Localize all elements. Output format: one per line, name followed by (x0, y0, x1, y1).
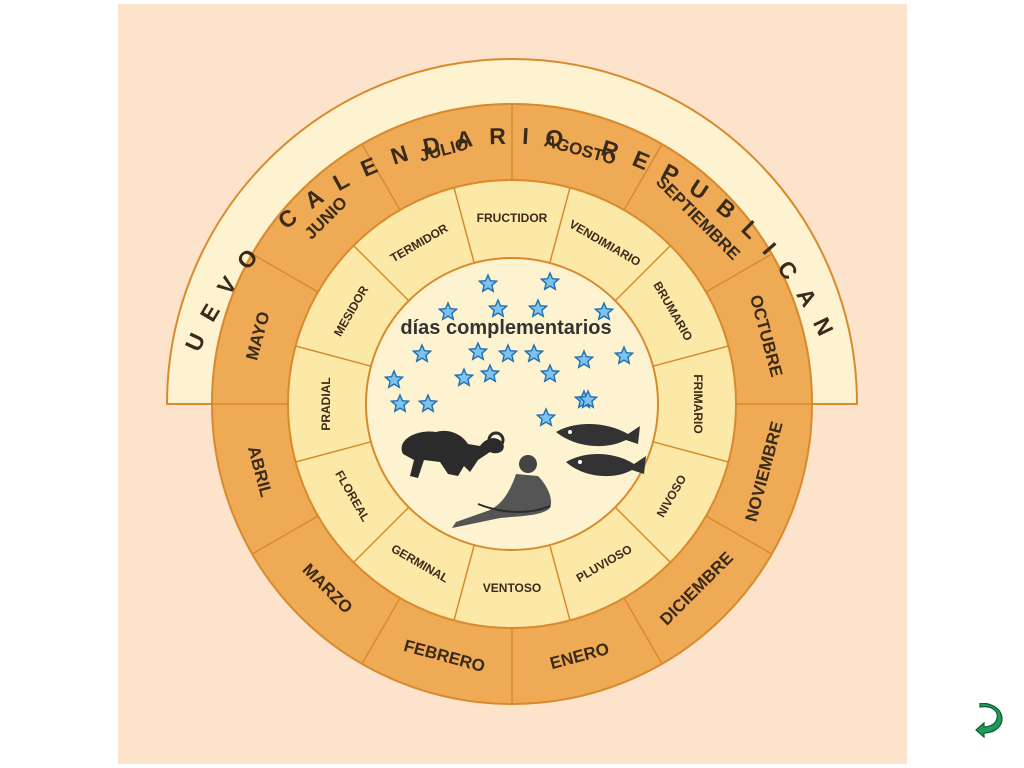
star-icon (539, 363, 561, 383)
stars-group (383, 271, 635, 427)
inner-divider (652, 345, 729, 367)
outer-divider (623, 143, 663, 211)
star-icon (467, 341, 489, 361)
star-icon (477, 273, 499, 293)
star-icon (613, 345, 635, 365)
star-icon (389, 393, 411, 413)
star-icon (523, 343, 545, 363)
inner-divider (353, 506, 410, 563)
inner-divider (549, 544, 571, 621)
star-icon (487, 298, 509, 318)
aquarius-figure (452, 455, 552, 528)
outer-divider (705, 515, 773, 555)
republican-month-label: VENTOSO (483, 581, 541, 595)
center-label: días complementarios (400, 317, 611, 339)
outer-divider (251, 515, 319, 555)
inner-divider (652, 441, 729, 463)
outer-divider (705, 253, 773, 293)
calendar-panel: NUEVO CALENDARIO REPUBLICANO AGOSTOSEPTI… (118, 4, 907, 764)
star-icon (479, 363, 501, 383)
inner-divider (614, 245, 671, 302)
star-icon (411, 343, 433, 363)
inner-divider (549, 187, 571, 264)
star-icon (535, 407, 557, 427)
star-icon (497, 343, 519, 363)
star-icon (593, 301, 615, 321)
outer-divider (251, 253, 319, 293)
star-icon (453, 367, 475, 387)
star-icon (527, 298, 549, 318)
republican-month-label: PRADIAL (319, 377, 333, 430)
return-arrow-icon[interactable] (974, 703, 1004, 739)
star-icon (539, 271, 561, 291)
star-icon (577, 389, 599, 409)
outer-divider (361, 597, 401, 665)
aries-ram-figure (401, 430, 505, 478)
inner-divider (453, 544, 475, 621)
inner-divider (295, 345, 372, 367)
outer-divider (623, 597, 663, 665)
inner-divider (295, 441, 372, 463)
star-icon (417, 393, 439, 413)
star-icon (573, 349, 595, 369)
star-icon (383, 369, 405, 389)
star-icon (437, 301, 459, 321)
calendar-rings (165, 58, 859, 705)
outer-divider (361, 143, 401, 211)
republican-calendar-diagram: NUEVO CALENDARIO REPUBLICANO AGOSTOSEPTI… (118, 4, 859, 705)
inner-divider (614, 506, 671, 563)
republican-month-label: FRUCTIDOR (477, 211, 548, 225)
inner-divider (353, 245, 410, 302)
inner-divider (453, 187, 475, 264)
republican-month-label: FRIMARIO (691, 374, 705, 433)
center-disc (365, 257, 659, 551)
pisces-fish-figure (556, 423, 646, 477)
